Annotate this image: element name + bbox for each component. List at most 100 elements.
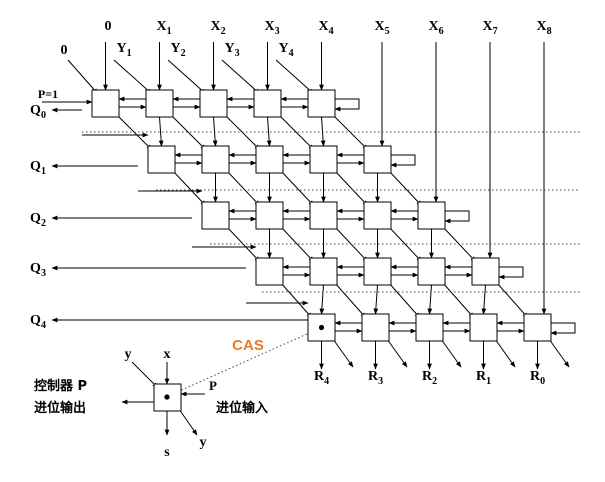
wire [67,59,99,95]
wire [334,282,367,319]
cell-box [471,257,500,286]
cell-box [201,145,230,174]
wire [172,170,207,207]
wire [548,338,570,368]
wire [440,338,462,368]
legend-x-in: x [164,347,171,362]
q-output-4: Q4 [30,313,46,331]
cell-box [255,201,284,230]
cell-box [309,145,338,174]
cas-cell-r3-c0 [255,257,284,286]
cas-cell-r4-c2 [415,313,444,342]
wire [334,98,360,112]
x-label-4: X4 [318,19,333,37]
cas-cell-r1-c0 [147,145,176,174]
cas-cell-r0-c1 [145,89,174,118]
cas-cell-r2-c3 [363,201,392,230]
cas-cell-r2-c0 [201,201,230,230]
q-output-1: Q1 [30,159,46,177]
cas-cell-r1-c4 [363,145,392,174]
cell-box [415,313,444,342]
cas-cell-r0-c4 [307,89,336,118]
q-output-3: Q3 [30,261,46,279]
cell-box [417,201,446,230]
r-output-4: R0 [530,369,545,387]
legend-carry-in: 进位输入 [216,400,268,416]
cell-box [469,313,498,342]
row-separators [82,131,580,397]
wire [332,338,354,368]
legend-y-in: y [125,347,132,362]
cell-box [201,201,230,230]
y-label-0: 0 [61,43,68,58]
legend-control-p: 控制器 P [34,378,87,394]
wire [226,170,261,207]
wire [170,114,207,151]
cas-cell-r1-c1 [201,145,230,174]
x-label-3: X3 [264,19,279,37]
cas-cell-r2-c1 [255,201,284,230]
cell-box [309,257,338,286]
wire [388,170,423,207]
r-output-0: R4 [314,369,329,387]
q-output-0: Q0 [30,103,46,121]
cell-box [417,257,446,286]
r-output-1: R3 [368,369,383,387]
p-input-label: P=1 [38,87,58,101]
cas-cell-r2-c4 [417,201,446,230]
cas-cell-r3-c4 [471,257,500,286]
y-label-3: Y3 [224,41,239,59]
wire [442,282,475,319]
wire [496,282,529,319]
legend-s-out: s [164,445,170,460]
y-label-2: Y2 [170,41,185,59]
cas-cell-r1-c3 [309,145,338,174]
cas-cell-r4-c3 [469,313,498,342]
cell-box [145,89,174,118]
legend-dot [164,394,170,400]
wire [221,59,261,95]
wire [427,284,433,315]
wire [280,170,315,207]
x-label-5: X5 [374,19,389,37]
q-output-2: Q2 [30,211,46,229]
cell-box [199,89,228,118]
legend-cas-cell [153,383,182,412]
r-output-2: R2 [422,369,437,387]
wire [386,338,408,368]
cell-box [363,145,392,174]
wire [158,116,164,147]
x-label-1: X1 [156,19,171,37]
cas-cell-r4-c1 [361,313,390,342]
cas-label: CAS [232,337,264,354]
cell-box [147,145,176,174]
x-label-6: X6 [428,19,443,37]
x-label-0: 0 [105,19,112,34]
cell-box [255,257,284,286]
wire [498,266,524,280]
wire [550,322,576,336]
wire [319,284,325,315]
cas-dot [318,324,325,331]
cell-box [363,257,392,286]
cell-box [309,201,338,230]
wire [388,282,421,319]
cell-box [307,89,336,118]
cell-box [361,313,390,342]
wire [388,226,423,263]
cas-cell-r2-c2 [309,201,338,230]
r-output-3: R1 [476,369,491,387]
wire [167,59,207,95]
cas-leader-line [167,327,322,397]
wire [494,338,516,368]
cas-cells [91,89,552,412]
wire [266,116,272,147]
wire [280,226,315,263]
cell-box [255,145,284,174]
cas-cell-r0-c3 [253,89,282,118]
y-label-1: Y1 [116,41,131,59]
cas-cell-r1-c2 [255,145,284,174]
cas-cell-r3-c1 [309,257,338,286]
